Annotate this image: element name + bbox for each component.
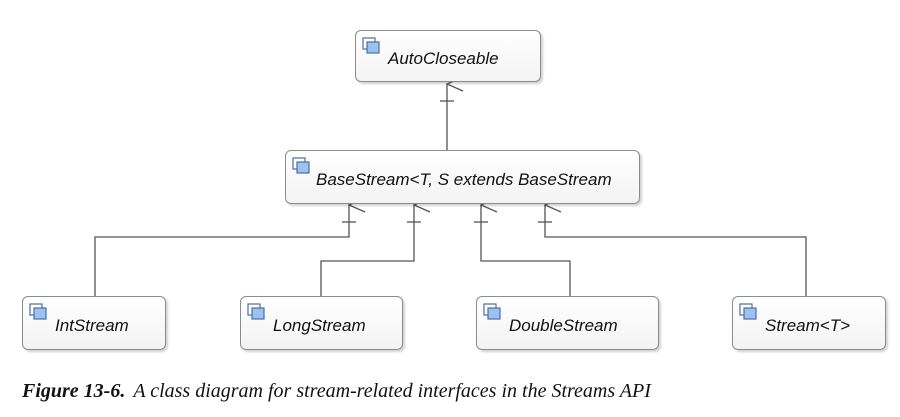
node-intstream[interactable]: IntStream	[22, 296, 166, 350]
interface-icon	[292, 157, 310, 174]
edge-longstream-to-basestream	[320, 205, 414, 296]
interface-icon	[362, 37, 380, 54]
node-label: DoubleStream	[509, 316, 618, 335]
node-label: LongStream	[273, 316, 366, 335]
node-autocloseable[interactable]: AutoCloseable	[355, 30, 541, 82]
node-longstream[interactable]: LongStream	[240, 296, 403, 350]
figure-number: Figure 13-6.	[22, 380, 126, 402]
figure-caption: Figure 13-6. A class diagram for stream-r…	[22, 380, 651, 403]
node-label: IntStream	[55, 316, 129, 335]
node-basestream[interactable]: BaseStream<T, S extends BaseStream	[285, 150, 640, 204]
caption-text: A class diagram for stream-related inter…	[133, 380, 651, 402]
edge-intstream-to-basestream	[94, 205, 349, 296]
node-label: AutoCloseable	[388, 49, 499, 68]
node-stream[interactable]: Stream<T>	[732, 296, 886, 350]
interface-icon	[247, 303, 265, 320]
interface-icon	[29, 303, 47, 320]
node-doublestream[interactable]: DoubleStream	[476, 296, 659, 350]
interface-icon	[739, 303, 757, 320]
node-label: Stream<T>	[765, 316, 851, 335]
edge-stream-to-basestream	[545, 205, 807, 296]
edge-doublestream-to-basestream	[481, 205, 571, 296]
node-label: BaseStream<T, S extends BaseStream	[316, 170, 612, 189]
interface-icon	[483, 303, 501, 320]
